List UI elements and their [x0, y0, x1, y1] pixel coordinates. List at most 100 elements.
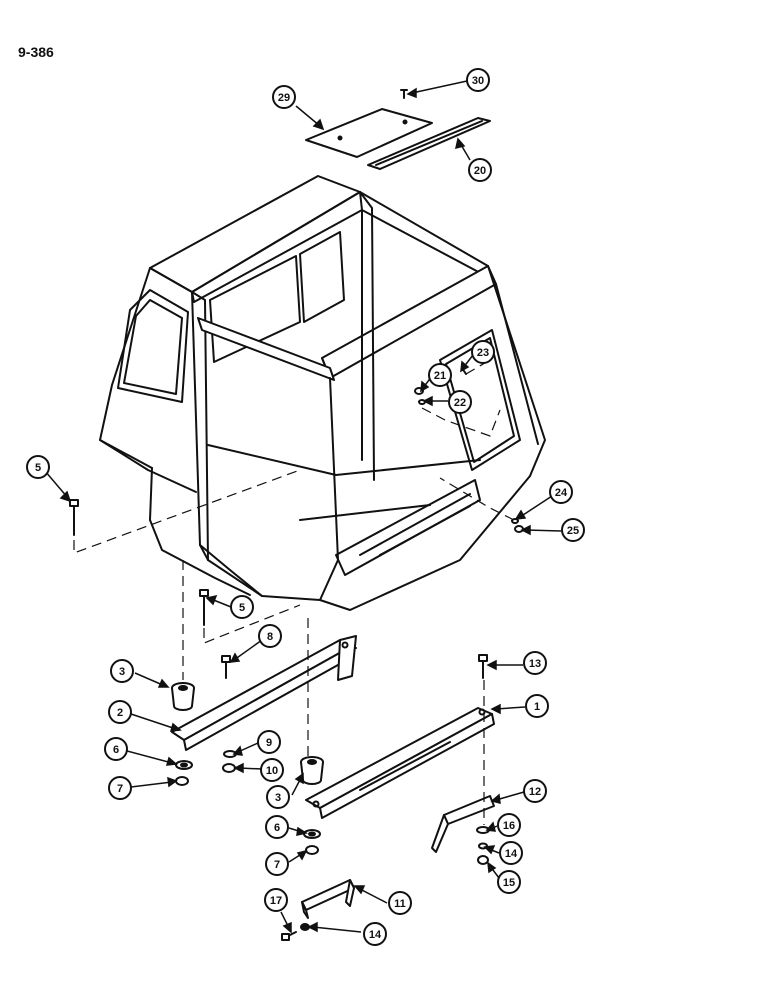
nut-10 — [222, 763, 236, 773]
callout-label: 7 — [274, 859, 280, 871]
callout-circle — [110, 659, 134, 683]
seal-strip — [367, 117, 491, 170]
page-number: 9-386 — [18, 44, 54, 60]
callout-label: 13 — [529, 658, 541, 670]
bolt-5-left — [69, 499, 79, 536]
callout-c14b: 14 — [363, 922, 387, 946]
left-mount-rail — [171, 635, 357, 751]
bolt-13 — [478, 654, 488, 679]
callout-label: 20 — [474, 165, 486, 177]
callout-c6a: 6 — [104, 737, 128, 761]
callout-c13: 13 — [523, 651, 547, 675]
callout-circle — [260, 758, 284, 782]
callout-c24: 24 — [549, 480, 573, 504]
callout-c16: 16 — [497, 813, 521, 837]
callout-label: 6 — [113, 744, 119, 756]
callout-circle — [272, 85, 296, 109]
bracket-12 — [431, 795, 495, 853]
callout-circle — [108, 700, 132, 724]
callout-label: 11 — [394, 898, 406, 910]
callout-circle — [108, 776, 132, 800]
callout-label: 16 — [503, 820, 515, 832]
leader-lines — [44, 80, 562, 934]
callout-label: 22 — [454, 397, 466, 409]
callout-c5b: 5 — [230, 595, 254, 619]
callout-label: 3 — [275, 792, 281, 804]
callout-c7b: 7 — [265, 852, 289, 876]
callout-c8: 8 — [258, 624, 282, 648]
washer-6-left — [175, 760, 193, 770]
callout-circle — [525, 694, 549, 718]
roof-panel — [305, 108, 433, 158]
callout-circle — [258, 624, 282, 648]
callout-label: 15 — [503, 877, 515, 889]
callout-label: 5 — [35, 462, 41, 474]
callout-circle — [388, 891, 412, 915]
callout-c17: 17 — [264, 888, 288, 912]
callout-label: 29 — [278, 92, 290, 104]
callout-circle — [104, 737, 128, 761]
callout-circle — [26, 455, 50, 479]
bolt-8 — [221, 655, 231, 679]
callout-label: 17 — [270, 895, 282, 907]
bolt-5-center — [199, 589, 209, 626]
callout-c7a: 7 — [108, 776, 132, 800]
callout-label: 14 — [505, 848, 518, 860]
callout-circle — [468, 158, 492, 182]
callout-label: 21 — [434, 370, 446, 382]
bracket-11 — [301, 879, 355, 919]
callout-c3a: 3 — [110, 659, 134, 683]
callout-c1: 1 — [525, 694, 549, 718]
callout-c10: 10 — [260, 758, 284, 782]
roof-screw — [400, 89, 408, 99]
callout-circle — [523, 651, 547, 675]
callout-label: 5 — [239, 602, 245, 614]
callout-label: 23 — [477, 347, 489, 359]
washer-6-right — [303, 829, 321, 839]
callout-c29: 29 — [272, 85, 296, 109]
callout-circle — [257, 730, 281, 754]
callout-c5a: 5 — [26, 455, 50, 479]
callout-c15: 15 — [497, 870, 521, 894]
callout-circle — [499, 841, 523, 865]
callout-c25: 25 — [561, 518, 585, 542]
cab-frame — [99, 175, 546, 611]
callout-circle — [266, 785, 290, 809]
callout-circle — [466, 68, 490, 92]
callout-c3b: 3 — [266, 785, 290, 809]
callout-c23: 23 — [471, 340, 495, 364]
isolator-mount-left — [171, 682, 195, 711]
callout-circle — [549, 480, 573, 504]
nut-7-right — [305, 845, 319, 855]
isolator-mount-right — [300, 756, 324, 785]
callout-label: 25 — [567, 525, 579, 537]
right-mount-rail — [305, 707, 495, 819]
callout-label: 2 — [117, 707, 123, 719]
callout-circle — [561, 518, 585, 542]
callout-c22: 22 — [448, 390, 472, 414]
callout-circle — [497, 813, 521, 837]
callout-label: 3 — [119, 666, 125, 678]
callout-circle — [428, 363, 452, 387]
callout-circle — [448, 390, 472, 414]
callout-circle — [264, 888, 288, 912]
callout-label: 10 — [266, 765, 278, 777]
nut-7-left — [175, 776, 189, 786]
callout-label: 7 — [117, 783, 123, 795]
callout-label: 30 — [472, 75, 484, 87]
callout-c6b: 6 — [265, 815, 289, 839]
callout-c12: 12 — [523, 779, 547, 803]
callout-circle — [230, 595, 254, 619]
callout-circle — [265, 852, 289, 876]
callout-label: 6 — [274, 822, 280, 834]
callout-label: 8 — [267, 631, 273, 643]
bolt-17 — [281, 931, 297, 941]
callout-circle — [523, 779, 547, 803]
callout-c2: 2 — [108, 700, 132, 724]
callout-label: 9 — [266, 737, 272, 749]
callout-circle — [497, 870, 521, 894]
callout-label: 14 — [369, 929, 382, 941]
callout-circle — [363, 922, 387, 946]
callout-c14a: 14 — [499, 841, 523, 865]
